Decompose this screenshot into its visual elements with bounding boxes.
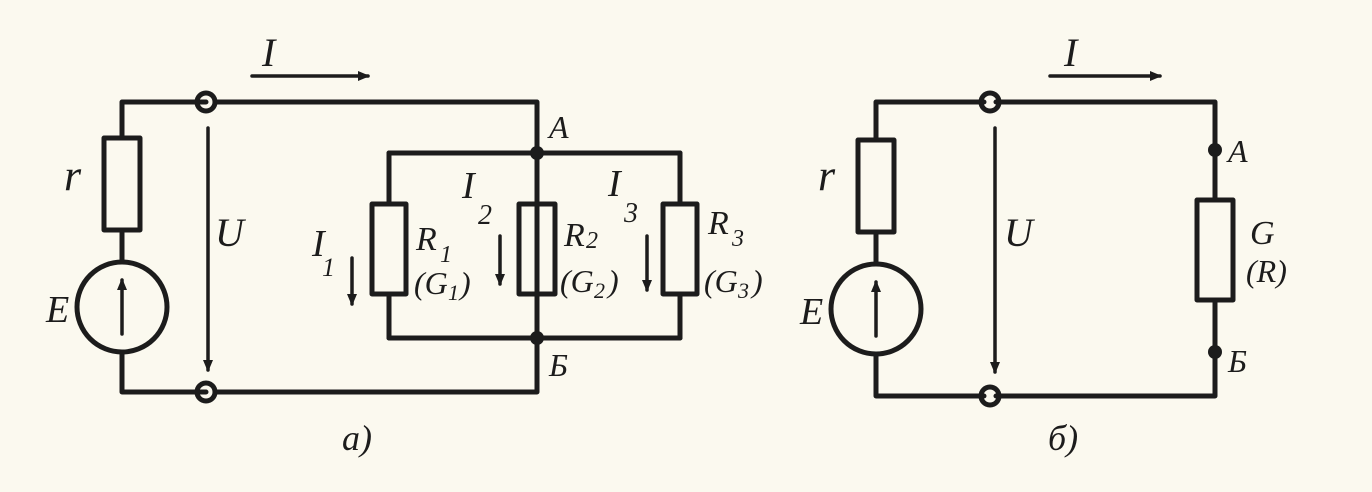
resistor-r2	[516, 201, 558, 297]
svg-text:1: 1	[440, 242, 452, 268]
label-r-b: r	[818, 151, 836, 200]
svg-text:): )	[458, 265, 471, 301]
wire-a-top	[213, 99, 540, 395]
terminal-a-top	[194, 90, 218, 114]
svg-text:I: I	[311, 223, 327, 265]
node-a-top	[530, 146, 544, 160]
label-r2: R 2 (G 2 )	[560, 217, 619, 303]
svg-text:1: 1	[448, 280, 459, 305]
svg-text:I: I	[607, 163, 623, 205]
resistor-r-b	[855, 137, 897, 235]
label-current-a: I	[261, 30, 277, 75]
svg-text:): )	[750, 263, 763, 299]
label-conductance-g: G	[1250, 215, 1275, 252]
label-node-a-bottom: Б	[548, 347, 568, 383]
node-b-bottom	[1208, 345, 1222, 359]
caption-b: б)	[1048, 418, 1078, 458]
resistor-r1	[369, 201, 409, 297]
svg-text:R: R	[563, 217, 585, 254]
source-e-b	[828, 261, 924, 357]
label-current-b: I	[1063, 30, 1079, 75]
label-r1: R 1 (G 1 )	[414, 221, 471, 305]
source-e-a	[74, 259, 170, 355]
svg-text:3: 3	[737, 278, 749, 303]
caption-a: a)	[342, 418, 372, 458]
terminal-a-bottom	[194, 380, 218, 404]
svg-text:2: 2	[478, 200, 492, 231]
svg-text:2: 2	[594, 278, 605, 303]
terminal-b-top	[978, 90, 1002, 114]
label-node-a-top: A	[547, 109, 569, 145]
label-e-b: E	[799, 291, 823, 333]
label-voltage-b: U	[1004, 210, 1036, 255]
svg-text:(G: (G	[414, 265, 448, 301]
node-b-top	[1208, 143, 1222, 157]
resistor-r3	[660, 201, 700, 297]
label-voltage-a: U	[215, 210, 247, 255]
svg-text:(G: (G	[704, 263, 738, 299]
svg-text:2: 2	[586, 228, 598, 254]
label-node-b-top: A	[1226, 133, 1248, 169]
svg-text:R: R	[415, 221, 437, 258]
svg-text:3: 3	[731, 226, 744, 252]
wire-a-outer	[119, 99, 209, 395]
svg-text:R: R	[707, 205, 729, 242]
svg-text:I: I	[461, 165, 477, 207]
label-r-a: r	[64, 151, 82, 200]
label-r3: R 3 (G 3 )	[704, 205, 763, 303]
wire-b-outer	[873, 99, 987, 399]
svg-text:3: 3	[623, 198, 638, 229]
label-i1: I 1	[311, 223, 335, 282]
node-a-bottom	[530, 331, 544, 345]
label-node-b-bottom: Б	[1227, 343, 1247, 379]
svg-text:): )	[606, 263, 619, 299]
svg-text:1: 1	[322, 253, 335, 282]
label-resistance-r: (R)	[1246, 253, 1287, 289]
wire-b-right	[993, 99, 1218, 399]
label-i3: I 3	[607, 163, 638, 229]
terminal-b-bottom	[978, 384, 1002, 408]
resistor-g	[1194, 197, 1236, 303]
circuit-a: I r E U A Б I 1 I 2 I 3 R 1 (G 1 ) R	[45, 30, 763, 458]
circuit-b: I r E U A Б G (R) б)	[799, 30, 1287, 458]
svg-text:(G: (G	[560, 263, 594, 299]
label-i2: I 2	[461, 165, 492, 231]
resistor-r-a	[101, 135, 143, 233]
label-e-a: E	[45, 289, 69, 331]
